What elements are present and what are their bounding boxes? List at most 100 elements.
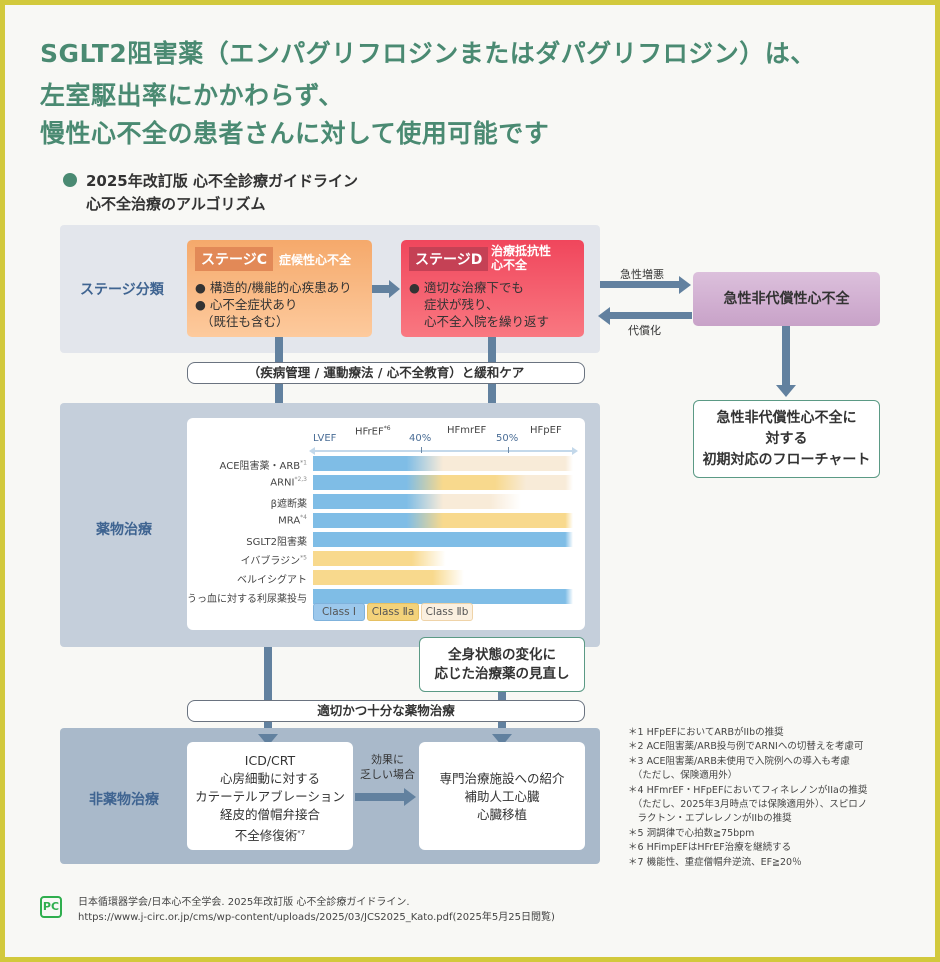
bullet-icon — [63, 173, 77, 187]
lvef-label: LVEF — [313, 433, 337, 444]
pc-logo: PC — [40, 896, 62, 918]
stage-d-badge: ステージD — [409, 247, 489, 271]
stage-d-line: 症状が残り、 — [424, 297, 499, 312]
subtitle-line-2: 心不全治療のアルゴリズム — [86, 195, 266, 213]
source-citation: 日本循環器学会/日本心不全学会. 2025年改訂版 心不全診療ガイドライン. h… — [78, 895, 555, 925]
drug-chart: LVEF HFrEF*6 HFmrEF HFpEF 40% 50% ACE阻害薬… — [187, 418, 585, 630]
drug-label: うっ血に対する利尿薬投与 — [187, 594, 307, 605]
phenotype-label: HFpEF — [530, 425, 562, 436]
stage-d-name-2: 心不全 — [491, 258, 528, 272]
class-bar — [313, 513, 573, 528]
therapy-item: 心房細動に対する — [219, 771, 320, 786]
legend-class-1: Class Ⅰ — [313, 603, 365, 621]
review-line: 全身状態の変化に — [448, 646, 556, 663]
footnote: ＊5 洞調律で心拍数≧75bpm — [628, 827, 755, 839]
acute-flow-line: 初期対応のフローチャート — [702, 451, 871, 468]
drug-label: MRA*4 — [278, 514, 307, 527]
threshold-label: 40% — [409, 433, 432, 444]
stage-d-name-1: 治療抵抗性 — [491, 244, 552, 258]
arrow-escalate — [355, 793, 405, 801]
advanced-therapy-box: 専門治療施設への紹介 補助人工心臓 心臓移植 — [419, 742, 585, 850]
class-bar — [313, 494, 573, 509]
stage-c-note: （既往も含む） — [201, 314, 289, 329]
ineffective-label: 効果に乏しい場合 — [360, 753, 415, 781]
drug-label: 薬物治療 — [96, 522, 152, 538]
axis-arrow-right-icon — [572, 447, 578, 455]
arrow-c-to-d — [372, 285, 390, 293]
therapy-item: カテーテルアブレーション — [195, 789, 345, 804]
acute-flow-line: 対する — [765, 430, 808, 447]
connector — [488, 337, 496, 362]
arrow-down-icon — [776, 385, 796, 397]
legend-class-2a: Class Ⅱa — [367, 603, 419, 621]
therapy-item: 不全修復術*7 — [234, 828, 306, 844]
class-bar — [313, 532, 573, 547]
class-bar — [313, 551, 573, 566]
stage-d-box: ステージD 治療抵抗性心不全 ● 適切な治療下でも 症状が残り、 心不全入院を繰… — [401, 240, 584, 337]
drug-label: イバブラジン*5 — [240, 554, 307, 567]
stage-c-bullet: 心不全症状あり — [209, 297, 298, 312]
care-pill: （疾病管理 / 運動療法 / 心不全教育）と緩和ケア — [187, 362, 585, 384]
class-bar — [313, 589, 573, 604]
footnote: ラクトン・エプレレノンがIIbの推奨 — [628, 813, 792, 825]
connector — [264, 647, 272, 735]
therapy-item: 専門治療施設への紹介 — [439, 771, 565, 786]
stage-d-line: 心不全入院を繰り返す — [424, 314, 550, 329]
subtitle-line-1: 2025年改訂版 心不全診療ガイドライン — [86, 172, 358, 190]
stage-d-line: 適切な治療下でも — [423, 280, 524, 295]
stage-c-bullet: 構造的/機能的心疾患あり — [209, 280, 352, 295]
headline-line-3: 慢性心不全の患者さんに対して使用可能です — [40, 119, 550, 148]
tick-50 — [508, 447, 509, 453]
footnote: ＊6 HFimpEFはHFrEF治療を継続する — [628, 842, 792, 854]
connector — [275, 384, 283, 406]
acute-flow-line: 急性非代償性心不全に — [716, 409, 857, 426]
stage-c-badge: ステージC — [195, 247, 273, 271]
drug-label: ベルイシグアト — [237, 575, 307, 586]
tick-40 — [421, 447, 422, 453]
footnote: ＊2 ACE阻害薬/ARB投与例でARNIへの切替えを考慮可 — [628, 741, 864, 753]
footnote: ＊3 ACE阻害薬/ARB未使用で入院例への導入も考慮 — [628, 755, 850, 767]
therapy-item: ICD/CRT — [244, 753, 296, 768]
arrow-right-icon — [679, 276, 691, 294]
stage-c-box: ステージC 症候性心不全 ● 構造的/機能的心疾患あり ● 心不全症状あり （既… — [187, 240, 372, 337]
footnote: （ただし、保険適用外） — [628, 770, 738, 782]
class-bar — [313, 475, 573, 490]
axis-arrow-left-icon — [309, 447, 315, 455]
acute-flowchart-box: 急性非代償性心不全に対する初期対応のフローチャート — [693, 400, 880, 478]
connector — [275, 337, 283, 362]
arrow-worsen — [600, 281, 680, 288]
stage-label: ステージ分類 — [80, 282, 164, 298]
connector — [782, 326, 790, 386]
headline-line-1: SGLT2阻害薬（エンパグリフロジンまたはダパグリフロジン）は、 — [40, 39, 816, 68]
compensate-label: 代償化 — [628, 324, 661, 337]
arrow-compensate — [610, 312, 692, 319]
footnote: ＊1 HFpEFにおいてARBがIIbの推奨 — [628, 727, 784, 738]
lvef-axis — [314, 450, 572, 452]
review-line: 応じた治療薬の見直し — [434, 665, 570, 682]
worsen-label: 急性増悪 — [620, 268, 664, 281]
source-line[interactable]: https://www.j-circ.or.jp/cms/wp-content/… — [78, 912, 555, 923]
therapy-item: 経皮的僧帽弁接合 — [219, 807, 320, 822]
review-box: 全身状態の変化に応じた治療薬の見直し — [419, 637, 585, 692]
drug-label: ACE阻害薬・ARB*1 — [219, 459, 307, 472]
nondrug-label: 非薬物治療 — [89, 792, 159, 808]
drug-label: ARNI*2,3 — [270, 476, 307, 489]
stage-d-name: 治療抵抗性心不全 — [491, 244, 551, 272]
drug-pill: 適切かつ十分な薬物治療 — [187, 700, 585, 722]
drug-label: β遮断薬 — [270, 499, 307, 510]
therapy-item: 補助人工心臓 — [464, 789, 540, 804]
arrow-right-icon — [404, 788, 416, 806]
phenotype-label: HFmrEF — [447, 425, 487, 436]
stage-c-name: 症候性心不全 — [279, 253, 352, 267]
footnote: ＊4 HFmrEF・HFpEFにおいてフィネレノンがIIaの推奨 — [628, 784, 868, 796]
class-bar — [313, 456, 573, 471]
source-line: 日本循環器学会/日本心不全学会. 2025年改訂版 心不全診療ガイドライン. — [78, 897, 410, 908]
class-bar — [313, 570, 573, 585]
arrow-right-icon — [389, 280, 400, 298]
footnote: ＊7 機能性、重症僧帽弁逆流、EF≧20％ — [628, 856, 802, 868]
therapy-item: 心臓移植 — [476, 807, 527, 822]
drug-label: SGLT2阻害薬 — [246, 537, 307, 548]
footnote: （ただし、2025年3月時点では保険適用外）、スピロノ — [628, 799, 868, 810]
headline-line-2: 左室駆出率にかかわらず、 — [40, 81, 344, 110]
acute-hf-box: 急性非代償性心不全 — [693, 272, 880, 326]
